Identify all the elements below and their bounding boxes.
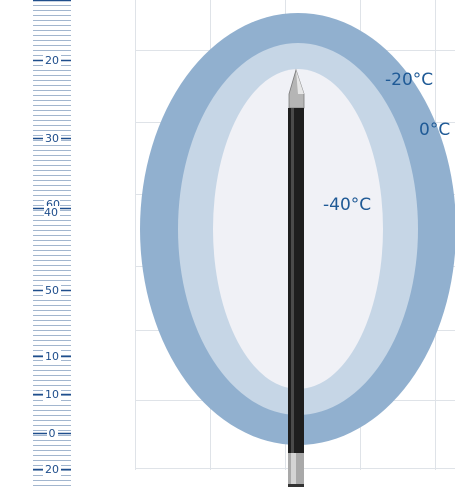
ruler-label: 60 40 bbox=[44, 198, 60, 219]
cryoprobe bbox=[288, 68, 305, 487]
ruler-ticks bbox=[33, 0, 71, 486]
ruler-label: 50 bbox=[43, 284, 61, 297]
probe-tip bbox=[288, 68, 305, 109]
ruler-label: 0 bbox=[46, 427, 58, 440]
label-minus-40c: -40°C bbox=[323, 195, 372, 215]
ruler-label: 20 bbox=[43, 463, 61, 476]
probe-shaft bbox=[288, 108, 304, 453]
ruler-label: 10 bbox=[43, 350, 61, 363]
ruler-label: 20 bbox=[43, 54, 61, 67]
temperature-scale-ruler: 20 30 60 40 50 10 10 0 20 bbox=[30, 0, 74, 490]
label-0c: 0°C bbox=[419, 120, 451, 140]
label-minus-20c: -20°C bbox=[385, 70, 434, 90]
ruler-label: 10 bbox=[43, 388, 61, 401]
ruler-label: 30 bbox=[43, 132, 61, 145]
